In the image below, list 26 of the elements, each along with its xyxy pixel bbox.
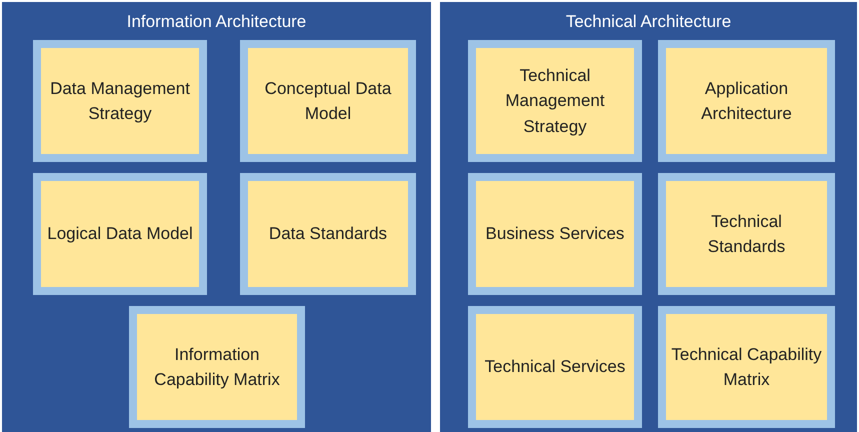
node-box	[33, 40, 207, 162]
box-label: Data Standards	[268, 223, 388, 246]
node-box	[240, 173, 416, 295]
box-label: Technical Standards	[706, 210, 786, 258]
node-box	[658, 173, 835, 295]
node-box	[33, 173, 207, 295]
box-label: Data Management Strategy	[49, 78, 191, 125]
panel	[2, 2, 431, 432]
panel-title: Information Architecture	[126, 12, 306, 32]
box-label: Logical Data Model	[47, 223, 193, 246]
box-label: Technical Capability Matrix	[670, 344, 823, 391]
box-label: Conceptual Data Model	[264, 78, 392, 125]
node-box	[240, 40, 416, 162]
node-box	[468, 173, 642, 295]
box-label: Information Capability Matrix	[153, 344, 281, 391]
box-label: Application Architecture	[700, 78, 793, 125]
node-box	[658, 306, 835, 428]
node-box	[129, 306, 305, 428]
panel-title: Technical Architecture	[566, 12, 732, 32]
node-box	[468, 306, 642, 428]
panel	[440, 2, 857, 432]
box-label: Technical Management Strategy	[504, 64, 606, 138]
node-box	[658, 40, 835, 162]
box-label: Technical Services	[484, 356, 626, 378]
node-box	[468, 40, 642, 162]
box-label: Business Services	[486, 223, 624, 246]
